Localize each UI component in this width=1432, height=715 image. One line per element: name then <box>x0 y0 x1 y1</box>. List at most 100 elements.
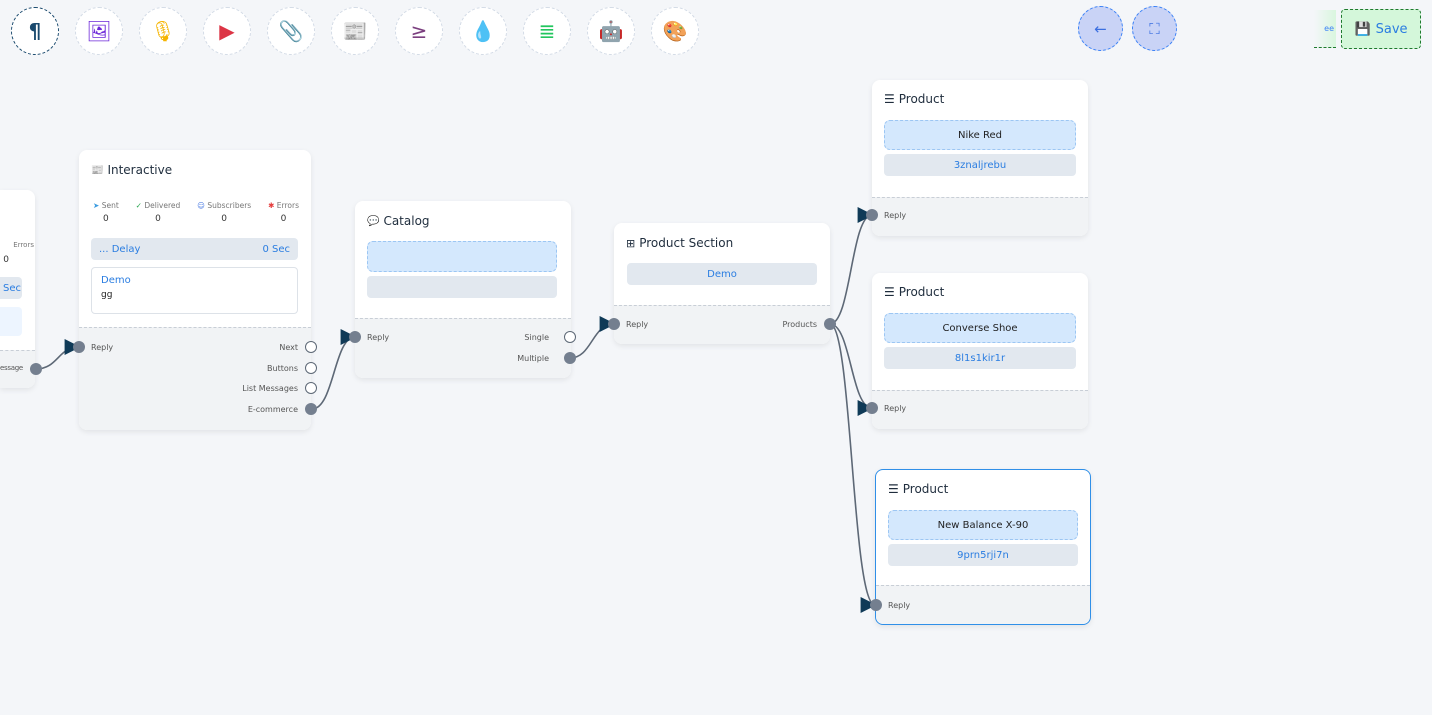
product-node[interactable]: ☰Product Converse Shoe 8l1s1kir1r Reply <box>866 273 1088 429</box>
paperclip-icon: 📎 <box>278 19 304 43</box>
edge[interactable] <box>569 316 616 359</box>
bars-icon: ☰ <box>884 92 895 106</box>
output-handle-next[interactable] <box>305 341 317 353</box>
partial-node[interactable]: Errors 0 Sec essage <box>0 190 42 388</box>
catalog-item-code <box>367 276 557 298</box>
output-label-products: Products <box>782 320 817 329</box>
image-icon: 🖼 <box>86 19 112 43</box>
greater-equal-icon: ≥ <box>410 19 428 43</box>
toolbar-button-robot[interactable]: 🤖 <box>587 7 635 55</box>
product-name-text: New Balance X-90 <box>937 519 1029 531</box>
product-node[interactable]: ☰Product Nike Red 3znaljrebu Reply <box>866 80 1088 236</box>
stat-value: 0 <box>280 214 287 224</box>
toolbar-button-microphone[interactable]: 🎙 <box>139 7 187 55</box>
stat-value: 0 <box>155 214 161 224</box>
input-handle[interactable] <box>870 599 882 611</box>
output-label-e-commerce: E-commerce <box>247 404 298 414</box>
product-name-text: Converse Shoe <box>942 322 1018 334</box>
newspaper-icon: 📰 <box>342 19 368 43</box>
node-title: Product <box>898 285 945 299</box>
toolbar-button-stack-overflow[interactable]: ≣ <box>523 7 571 55</box>
product-name[interactable]: New Balance X-90 <box>888 510 1078 540</box>
input-handle[interactable] <box>608 318 620 330</box>
stat-label: Sent <box>101 201 119 210</box>
toolbar-button-youtube[interactable]: ▶ <box>203 7 251 55</box>
errors-value: 0 <box>3 255 9 265</box>
microphone-icon: 🎙 <box>150 19 176 43</box>
back-button[interactable]: ← <box>1078 6 1123 51</box>
node-title: Catalog <box>383 214 430 228</box>
node-title: Product <box>902 482 949 496</box>
output-handle-multiple[interactable] <box>564 352 576 364</box>
fit-view-button[interactable]: ⛶ <box>1132 6 1177 51</box>
check-circle-icon: ✓ <box>135 201 142 210</box>
partial-button[interactable]: ee <box>1314 10 1336 48</box>
node-title: Interactive <box>107 163 173 177</box>
comment-dots-icon: 💬 <box>367 215 380 227</box>
message-title: Demo <box>101 275 131 286</box>
toolbar-button-newspaper[interactable]: 📰 <box>331 7 379 55</box>
edge[interactable] <box>829 323 877 613</box>
catalog-node[interactable]: 💬Catalog Reply Single Multiple <box>349 201 576 378</box>
input-label: Reply <box>91 343 114 352</box>
floppy-disk-icon: 💾 <box>1354 21 1371 37</box>
stat-label: Errors <box>276 201 299 210</box>
bug-icon: ✱ <box>268 201 275 210</box>
output-handle-list-messages[interactable] <box>305 382 317 395</box>
compress-icon: ⛶ <box>1149 19 1160 38</box>
palette-icon: 🎨 <box>662 19 688 43</box>
input-label: Reply <box>367 333 390 342</box>
stat-value: 0 <box>103 214 109 224</box>
stat-errors: ✱ Errors 0 <box>268 201 299 224</box>
catalog-item[interactable] <box>367 241 557 272</box>
output-handle[interactable] <box>30 363 42 375</box>
toolbar-button-palette[interactable]: 🎨 <box>651 7 699 55</box>
product-section-node[interactable]: ⊞Product Section Demo Reply Products <box>608 223 836 344</box>
toolbar-button-image[interactable]: 🖼 <box>75 7 123 55</box>
product-name-text: Nike Red <box>957 129 1003 141</box>
edge[interactable] <box>311 329 357 410</box>
bars-icon: ☰ <box>884 285 895 299</box>
toolbar-button-paperclip[interactable]: 📎 <box>267 7 315 55</box>
save-button[interactable]: 💾Save <box>1341 9 1421 49</box>
output-handle-products[interactable] <box>824 318 836 330</box>
output-label-single: Single <box>524 333 549 342</box>
robot-icon: 🤖 <box>598 19 624 43</box>
droplet-icon: 💧 <box>470 19 496 43</box>
message-card[interactable]: Demo gg <box>91 267 298 314</box>
product-name[interactable]: Converse Shoe <box>884 313 1076 343</box>
input-handle[interactable] <box>349 331 361 343</box>
stat-value: 0 <box>221 214 228 224</box>
output-handle-single[interactable] <box>564 331 576 343</box>
stat-subscribers: ☺ Subscribers 0 <box>197 201 251 224</box>
stat-label: Subscribers <box>207 201 252 210</box>
input-label: Reply <box>884 404 907 413</box>
toolbar-button-greater-equal[interactable]: ≥ <box>395 7 443 55</box>
node-title: Product <box>898 92 945 106</box>
toolbar-button-droplet[interactable]: 💧 <box>459 7 507 55</box>
arrow-left-icon: ← <box>1094 19 1107 38</box>
input-handle[interactable] <box>866 402 878 414</box>
edge[interactable] <box>829 207 874 325</box>
output-handle-buttons[interactable] <box>305 361 317 374</box>
output-label-next: Next <box>279 343 298 352</box>
stack-overflow-icon: ≣ <box>538 19 556 43</box>
table-icon: ⊞ <box>626 236 636 250</box>
toolbar-button-paragraph[interactable]: ¶ <box>11 7 59 55</box>
edge[interactable] <box>829 323 874 416</box>
input-handle[interactable] <box>73 341 85 353</box>
output-handle-e-commerce[interactable] <box>305 402 317 415</box>
input-handle[interactable] <box>866 209 878 221</box>
output-label-buttons: Buttons <box>267 363 298 373</box>
product-node[interactable]: ☰Product New Balance X-90 9prn5rji7n Rep… <box>870 469 1091 625</box>
partial-button-label: ee <box>1324 24 1334 33</box>
paragraph-icon: ¶ <box>28 19 42 43</box>
product-name[interactable]: Nike Red <box>884 120 1076 150</box>
user-circle-icon: ☺ <box>197 201 205 210</box>
node-title: Product Section <box>639 236 734 250</box>
edge[interactable] <box>35 339 81 370</box>
errors-label: Errors <box>13 241 34 249</box>
